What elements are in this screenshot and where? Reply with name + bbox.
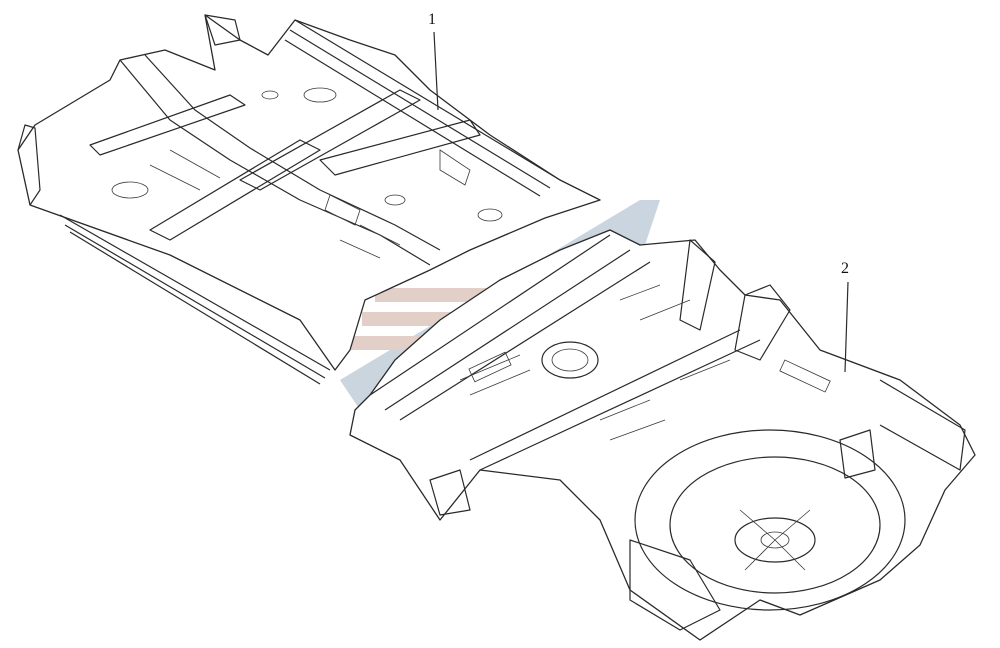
leader-line-2 xyxy=(844,281,849,373)
leader-line-1 xyxy=(433,31,439,111)
callout-label-1: 1 xyxy=(428,11,436,28)
front-floor-panel-assembly xyxy=(17,14,601,385)
rear-floor-panel-assembly xyxy=(349,229,976,641)
callout-label-2: 2 xyxy=(841,260,849,277)
